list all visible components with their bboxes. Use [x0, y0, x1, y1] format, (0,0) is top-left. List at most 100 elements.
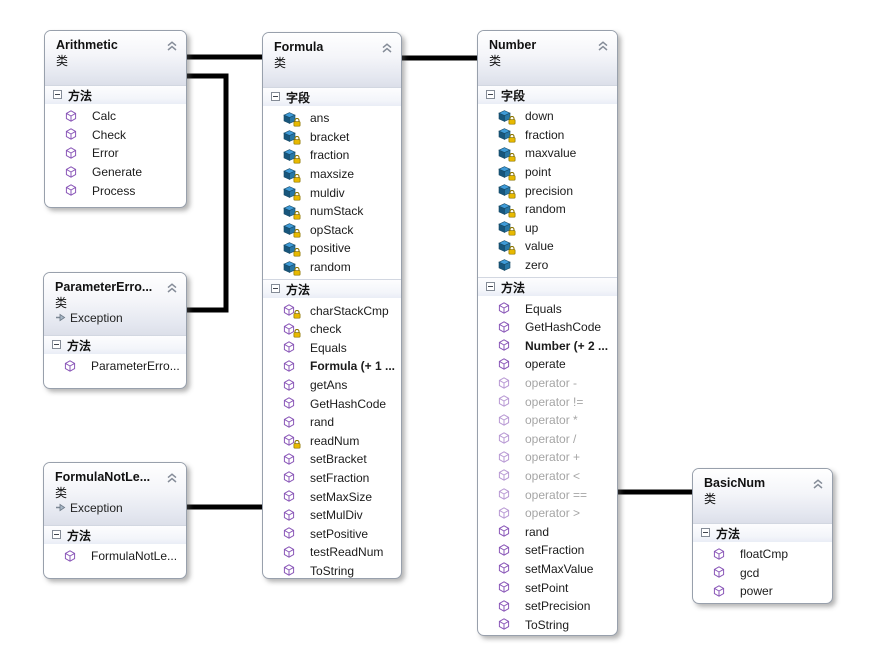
- member-row[interactable]: down: [478, 107, 617, 126]
- member-row[interactable]: testReadNum: [263, 543, 401, 562]
- collapse-chevron-icon[interactable]: [812, 477, 824, 489]
- member-row[interactable]: ToString: [263, 562, 401, 578]
- member-row[interactable]: operator ==: [478, 485, 617, 504]
- member-row[interactable]: setFraction: [263, 469, 401, 488]
- member-row[interactable]: muldiv: [263, 183, 401, 202]
- member-row[interactable]: setPositive: [263, 524, 401, 543]
- member-row[interactable]: opStack: [263, 221, 401, 240]
- section-collapse-icon[interactable]: [486, 280, 495, 294]
- member-row[interactable]: Number (+ 2 ...: [478, 337, 617, 356]
- collapse-chevron-icon[interactable]: [381, 41, 393, 53]
- collapse-chevron-icon[interactable]: [166, 471, 178, 483]
- section-title: 方法: [67, 338, 92, 353]
- member-row[interactable]: setPrecision: [478, 597, 617, 616]
- member-row[interactable]: setMaxValue: [478, 560, 617, 579]
- member-row[interactable]: zero: [478, 256, 617, 275]
- member-row[interactable]: FormulaNotLe...: [44, 547, 186, 566]
- section-collapse-icon[interactable]: [271, 90, 280, 104]
- member-row[interactable]: getAns: [263, 376, 401, 395]
- class-box-number[interactable]: Number 类 字段 down: [477, 30, 618, 636]
- method-icon: [498, 413, 510, 426]
- member-row[interactable]: operator +: [478, 448, 617, 467]
- method-icon: [283, 453, 295, 465]
- member-row[interactable]: maxsize: [263, 165, 401, 184]
- member-row[interactable]: Generate: [45, 163, 186, 182]
- member-row[interactable]: precision: [478, 181, 617, 200]
- member-row[interactable]: Process: [45, 181, 186, 200]
- section-collapse-icon[interactable]: [486, 88, 495, 102]
- member-row[interactable]: setFraction: [478, 541, 617, 560]
- member-row[interactable]: setBracket: [263, 450, 401, 469]
- class-box-basic-num[interactable]: BasicNum 类 方法 floatCmp: [692, 468, 833, 604]
- collapse-chevron-icon[interactable]: [597, 39, 609, 51]
- member-row[interactable]: numStack: [263, 202, 401, 221]
- member-row[interactable]: fraction: [263, 146, 401, 165]
- connector-arithmetic-parametererror[interactable]: [186, 73, 229, 313]
- section-collapse-icon[interactable]: [271, 282, 280, 296]
- method-icon: [498, 302, 510, 314]
- member-row[interactable]: ParameterErro...: [44, 357, 186, 376]
- member-row[interactable]: readNum: [263, 432, 401, 451]
- class-box-parameter-error[interactable]: ParameterErro... 类 Exception 方法 Paramete…: [43, 272, 187, 389]
- member-row[interactable]: operator >: [478, 504, 617, 523]
- member-row[interactable]: rand: [478, 522, 617, 541]
- member-row[interactable]: fraction: [478, 126, 617, 145]
- member-row[interactable]: gcd: [693, 564, 832, 583]
- collapse-chevron-icon[interactable]: [166, 281, 178, 293]
- member-row[interactable]: operator <: [478, 467, 617, 486]
- member-row[interactable]: random: [478, 200, 617, 219]
- lock-icon: [293, 210, 301, 220]
- member-label: value: [525, 239, 554, 254]
- member-row[interactable]: operate: [478, 355, 617, 374]
- member-row[interactable]: operator *: [478, 411, 617, 430]
- member-row[interactable]: maxvalue: [478, 144, 617, 163]
- lock-icon: [293, 247, 301, 257]
- collapse-chevron-icon[interactable]: [166, 39, 178, 51]
- member-row[interactable]: GetHashCode: [263, 394, 401, 413]
- member-row[interactable]: Check: [45, 126, 186, 145]
- section-collapse-icon[interactable]: [52, 338, 61, 352]
- lock-icon: [293, 117, 301, 127]
- member-row[interactable]: up: [478, 219, 617, 238]
- member-row[interactable]: operator /: [478, 430, 617, 449]
- member-row[interactable]: positive: [263, 239, 401, 258]
- member-row[interactable]: setMaxSize: [263, 487, 401, 506]
- member-row[interactable]: point: [478, 163, 617, 182]
- member-label: operator >: [525, 506, 581, 521]
- member-row[interactable]: Formula (+ 1 ...: [263, 357, 401, 376]
- member-row[interactable]: rand: [263, 413, 401, 432]
- member-row[interactable]: Calc: [45, 107, 186, 126]
- member-row[interactable]: Equals: [263, 339, 401, 358]
- method-icon: [498, 432, 510, 445]
- member-row[interactable]: floatCmp: [693, 545, 832, 564]
- section-title: 方法: [716, 526, 741, 541]
- member-label: FormulaNotLe...: [91, 549, 178, 564]
- method-icon: [498, 544, 510, 556]
- member-row[interactable]: ToString: [478, 615, 617, 634]
- section-collapse-icon[interactable]: [53, 88, 62, 102]
- class-box-formula[interactable]: Formula 类 字段 ans: [262, 32, 402, 579]
- member-row[interactable]: Error: [45, 144, 186, 163]
- member-row[interactable]: operator -: [478, 374, 617, 393]
- member-row[interactable]: Equals: [478, 299, 617, 318]
- member-row[interactable]: setMulDiv: [263, 506, 401, 525]
- member-row[interactable]: value: [478, 237, 617, 256]
- member-label: operator <: [525, 468, 581, 483]
- member-row[interactable]: ans: [263, 109, 401, 128]
- member-row[interactable]: setPoint: [478, 578, 617, 597]
- member-row[interactable]: charStackCmp: [263, 301, 401, 320]
- member-row[interactable]: operator !=: [478, 392, 617, 411]
- member-row[interactable]: random: [263, 258, 401, 277]
- class-name: FormulaNotLe...: [55, 470, 151, 484]
- member-row[interactable]: GetHashCode: [478, 318, 617, 337]
- member-row[interactable]: check: [263, 320, 401, 339]
- member-row[interactable]: bracket: [263, 128, 401, 147]
- section-collapse-icon[interactable]: [52, 528, 61, 542]
- member-label: setPoint: [525, 580, 569, 595]
- class-box-formula-not-le[interactable]: FormulaNotLe... 类 Exception 方法 FormulaNo…: [43, 462, 187, 579]
- method-icon: [283, 360, 295, 372]
- member-row[interactable]: power: [693, 582, 832, 601]
- class-box-arithmetic[interactable]: Arithmetic 类 方法 Calc: [44, 30, 187, 208]
- section-collapse-icon[interactable]: [701, 526, 710, 540]
